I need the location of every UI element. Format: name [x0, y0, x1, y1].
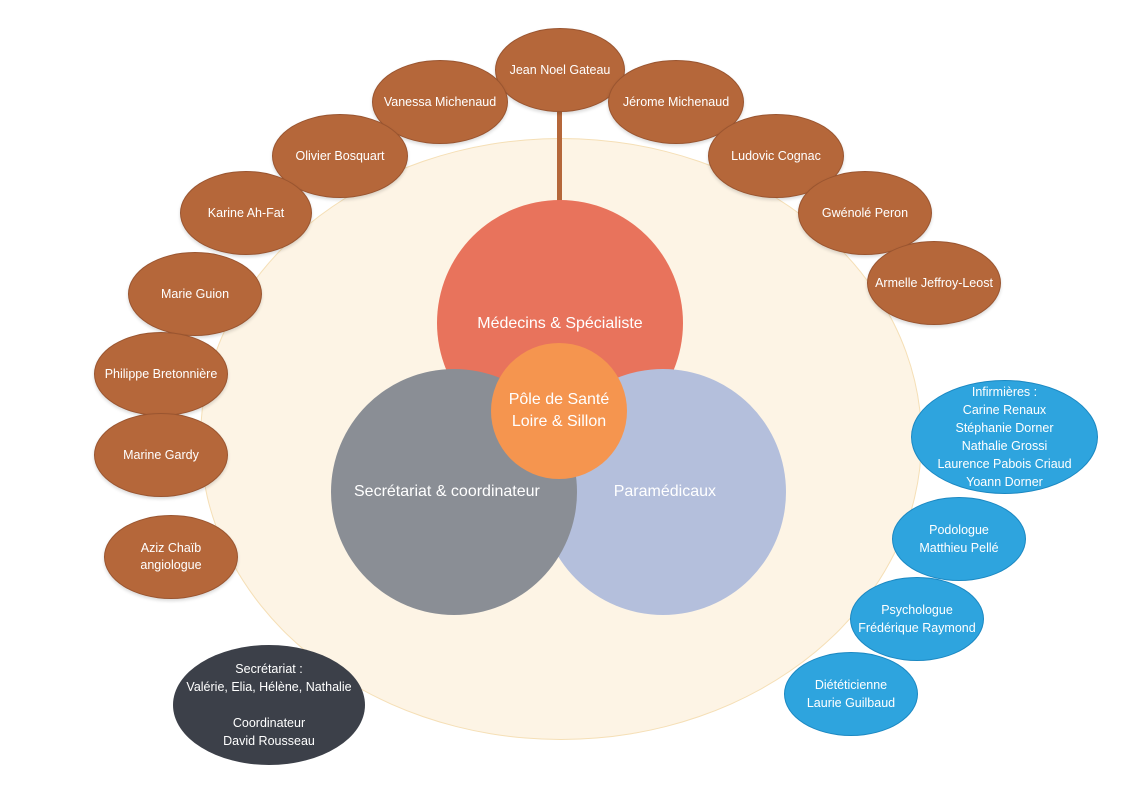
angiologue-role: angiologue [140, 558, 202, 572]
secretariat-text: Secrétariat : Valérie, Elia, Hélène, Nat… [186, 662, 352, 748]
secretariat-label: Secrétariat & coordinateur [354, 483, 540, 500]
dieteticienne-bubble: Diététicienne Laurie Guilbaud [784, 652, 918, 736]
doctor-name: Marie Guion [160, 286, 230, 301]
doctor-bubble: Armelle Jeffroy-Leost [867, 241, 1001, 325]
doctor-name: Armelle Jeffroy-Leost [875, 275, 993, 290]
podologue-bubble: Podologue Matthieu Pellé [892, 497, 1026, 581]
doctor-name: Jérome Michenaud [622, 94, 730, 109]
paramedicaux-label: Paramédicaux [613, 483, 716, 500]
doctor-name: Ludovic Cognac [731, 148, 821, 163]
psychologue-bubble: Psychologue Frédérique Raymond [850, 577, 984, 661]
doctor-name: Vanessa Michenaud [383, 94, 497, 109]
psychologue-text: Psychologue Frédérique Raymond [858, 603, 976, 635]
infirmieres-text: Infirmières : Carine Renaux Stéphanie Do… [937, 385, 1072, 489]
doctor-name: Jean Noel Gateau [509, 62, 611, 77]
center-label-line1: Pôle de Santé [508, 391, 610, 408]
center-label-line2: Loire & Sillon [511, 413, 607, 430]
podologue-text: Podologue Matthieu Pellé [919, 523, 999, 555]
dieteticienne-text: Diététicienne Laurie Guilbaud [806, 678, 896, 710]
secretariat-bubble: Secrétariat : Valérie, Elia, Hélène, Nat… [173, 645, 365, 765]
doctor-bubble: Gwénolé Peron [798, 171, 932, 255]
doctor-name: Olivier Bosquart [295, 148, 385, 163]
angiologue-bubble: Aziz Chaïb angiologue [104, 515, 238, 599]
doctor-bubble: Vanessa Michenaud [372, 60, 508, 144]
doctor-name: Karine Ah-Fat [207, 205, 285, 220]
doctor-bubble: Marie Guion [128, 252, 262, 336]
doctor-bubble: Jean Noel Gateau [495, 28, 625, 112]
doctor-bubble: Marine Gardy [94, 413, 228, 497]
doctor-name: Gwénolé Peron [821, 205, 909, 220]
angiologue-name: Aziz Chaïb [140, 541, 202, 555]
doctor-name: Philippe Bretonnière [104, 366, 218, 381]
doctor-name: Marine Gardy [123, 447, 199, 462]
medecins-label: Médecins & Spécialiste [477, 315, 643, 332]
doctor-bubble: Karine Ah-Fat [180, 171, 312, 255]
doctor-bubble: Philippe Bretonnière [94, 332, 228, 416]
center-circle: Pôle de Santé Loire & Sillon [491, 343, 627, 479]
infirmieres-bubble: Infirmières : Carine Renaux Stéphanie Do… [911, 380, 1098, 494]
connector-line [557, 108, 562, 208]
